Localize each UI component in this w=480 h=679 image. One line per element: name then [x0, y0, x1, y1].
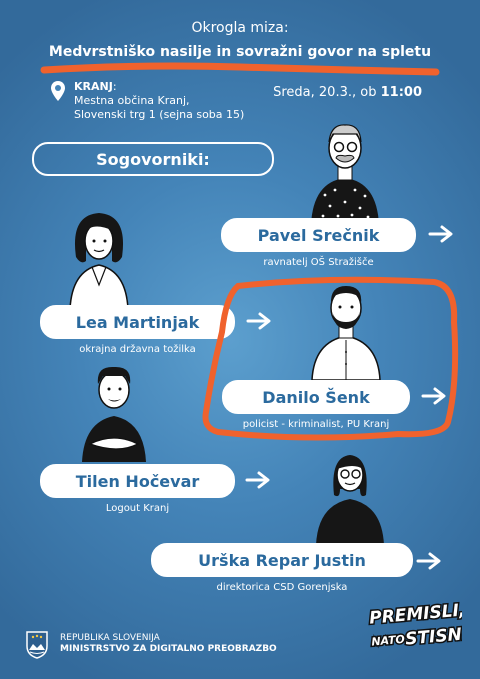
slovenia-coat-of-arms-icon: [26, 631, 48, 659]
event-time: 11:00: [380, 85, 422, 100]
location-pin-icon: [51, 81, 65, 101]
speaker-name-lea: Lea Martinjak: [40, 305, 235, 339]
event-ob: ob: [356, 85, 381, 100]
svg-text:NATO: NATO: [371, 633, 406, 649]
speaker-name-pavel: Pavel Srečnik: [221, 218, 416, 252]
event-type: Okrogla miza:: [191, 20, 289, 36]
speaker-name-tilen: Tilen Hočevar: [40, 464, 235, 498]
speaker-role-pavel: ravnatelj OŠ Stražišče: [263, 257, 374, 268]
svg-text:PREMISLI,: PREMISLI,: [369, 600, 462, 628]
danilo-illustration: [311, 286, 381, 380]
premisli-nato-stisni-logo: PREMISLI, PREMISLI, NATO NATO STISNI. ST…: [367, 599, 462, 650]
urska-illustration: [316, 455, 384, 545]
speaker-role-tilen: Logout Kranj: [105, 503, 170, 514]
speakers-heading: Sogovorniki:: [32, 142, 274, 176]
location: KRANJ: Mestna občina Kranj, Slovenski tr…: [74, 80, 244, 122]
speaker-role-urska: direktorica CSD Gorenjska: [216, 582, 348, 593]
pavel-illustration: [311, 124, 379, 225]
arrow-right-icon: [416, 552, 441, 570]
arrow-right-icon: [246, 312, 271, 330]
tilen-illustration: [82, 366, 146, 462]
speaker-role-lea: okrajna državna tožilka: [79, 344, 196, 355]
speaker-name-danilo: Danilo Šenk: [222, 380, 410, 414]
ministry-label: REPUBLIKA SLOVENIJA MINISTRSTVO ZA DIGIT…: [60, 633, 277, 655]
ministry-name: MINISTRSTVO ZA DIGITALNO PREOBRAZBO: [60, 644, 277, 654]
republic-label: REPUBLIKA SLOVENIJA: [60, 633, 160, 643]
location-city: KRANJ: [74, 80, 113, 93]
event-day: Sreda, 20.3.,: [273, 85, 357, 100]
arrow-right-icon: [245, 471, 270, 489]
location-room: Slovenski trg 1 (sejna soba 15): [74, 108, 245, 121]
event-title: Medvrstniško nasilje in sovražni govor n…: [48, 44, 432, 60]
event-date: Sreda, 20.3., ob 11:00: [273, 85, 422, 100]
svg-text:STISNI.: STISNI.: [404, 624, 462, 650]
arrow-right-icon: [428, 225, 453, 243]
title-underline-marker: [40, 62, 440, 76]
location-separator: :: [112, 80, 117, 93]
lea-illustration: [69, 213, 129, 309]
speaker-name-urska: Urška Repar Justin: [151, 543, 413, 577]
location-address: Mestna občina Kranj,: [74, 94, 190, 107]
arrow-right-icon: [421, 387, 446, 405]
svg-text:NATO: NATO: [371, 633, 406, 649]
highlight-circle-marker: [202, 276, 459, 441]
speaker-role-danilo: policist - kriminalist, PU Kranj: [242, 419, 390, 430]
